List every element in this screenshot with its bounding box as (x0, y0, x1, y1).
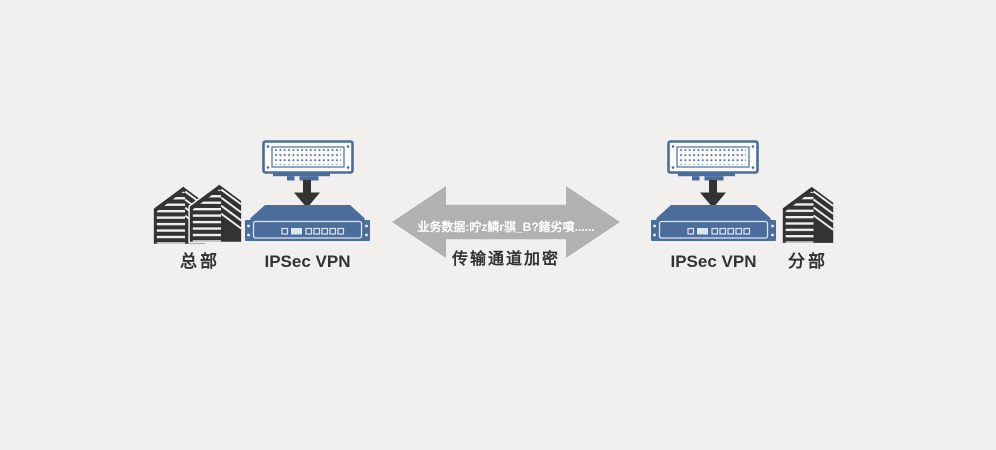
encryption-card-icon (262, 140, 354, 182)
branch-label: 分部 (788, 252, 828, 271)
vpn-appliance-icon (245, 205, 370, 242)
hq-buildings-icon (152, 182, 244, 244)
down-arrow-icon (700, 180, 726, 208)
branch-building-icon (780, 181, 836, 245)
encryption-card-icon (667, 140, 759, 182)
channel-label: 传输通道加密 (451, 251, 560, 268)
right-device-label: IPSec VPN (670, 252, 757, 271)
hq-label: 总部 (180, 252, 220, 271)
left-device-label: IPSec VPN (264, 252, 351, 271)
down-arrow-icon (294, 180, 320, 208)
vpn-appliance-icon (651, 205, 776, 242)
channel-payload-text: 业务数据:咛z鳞r骐_B?鍺劣噴...... (417, 219, 595, 234)
